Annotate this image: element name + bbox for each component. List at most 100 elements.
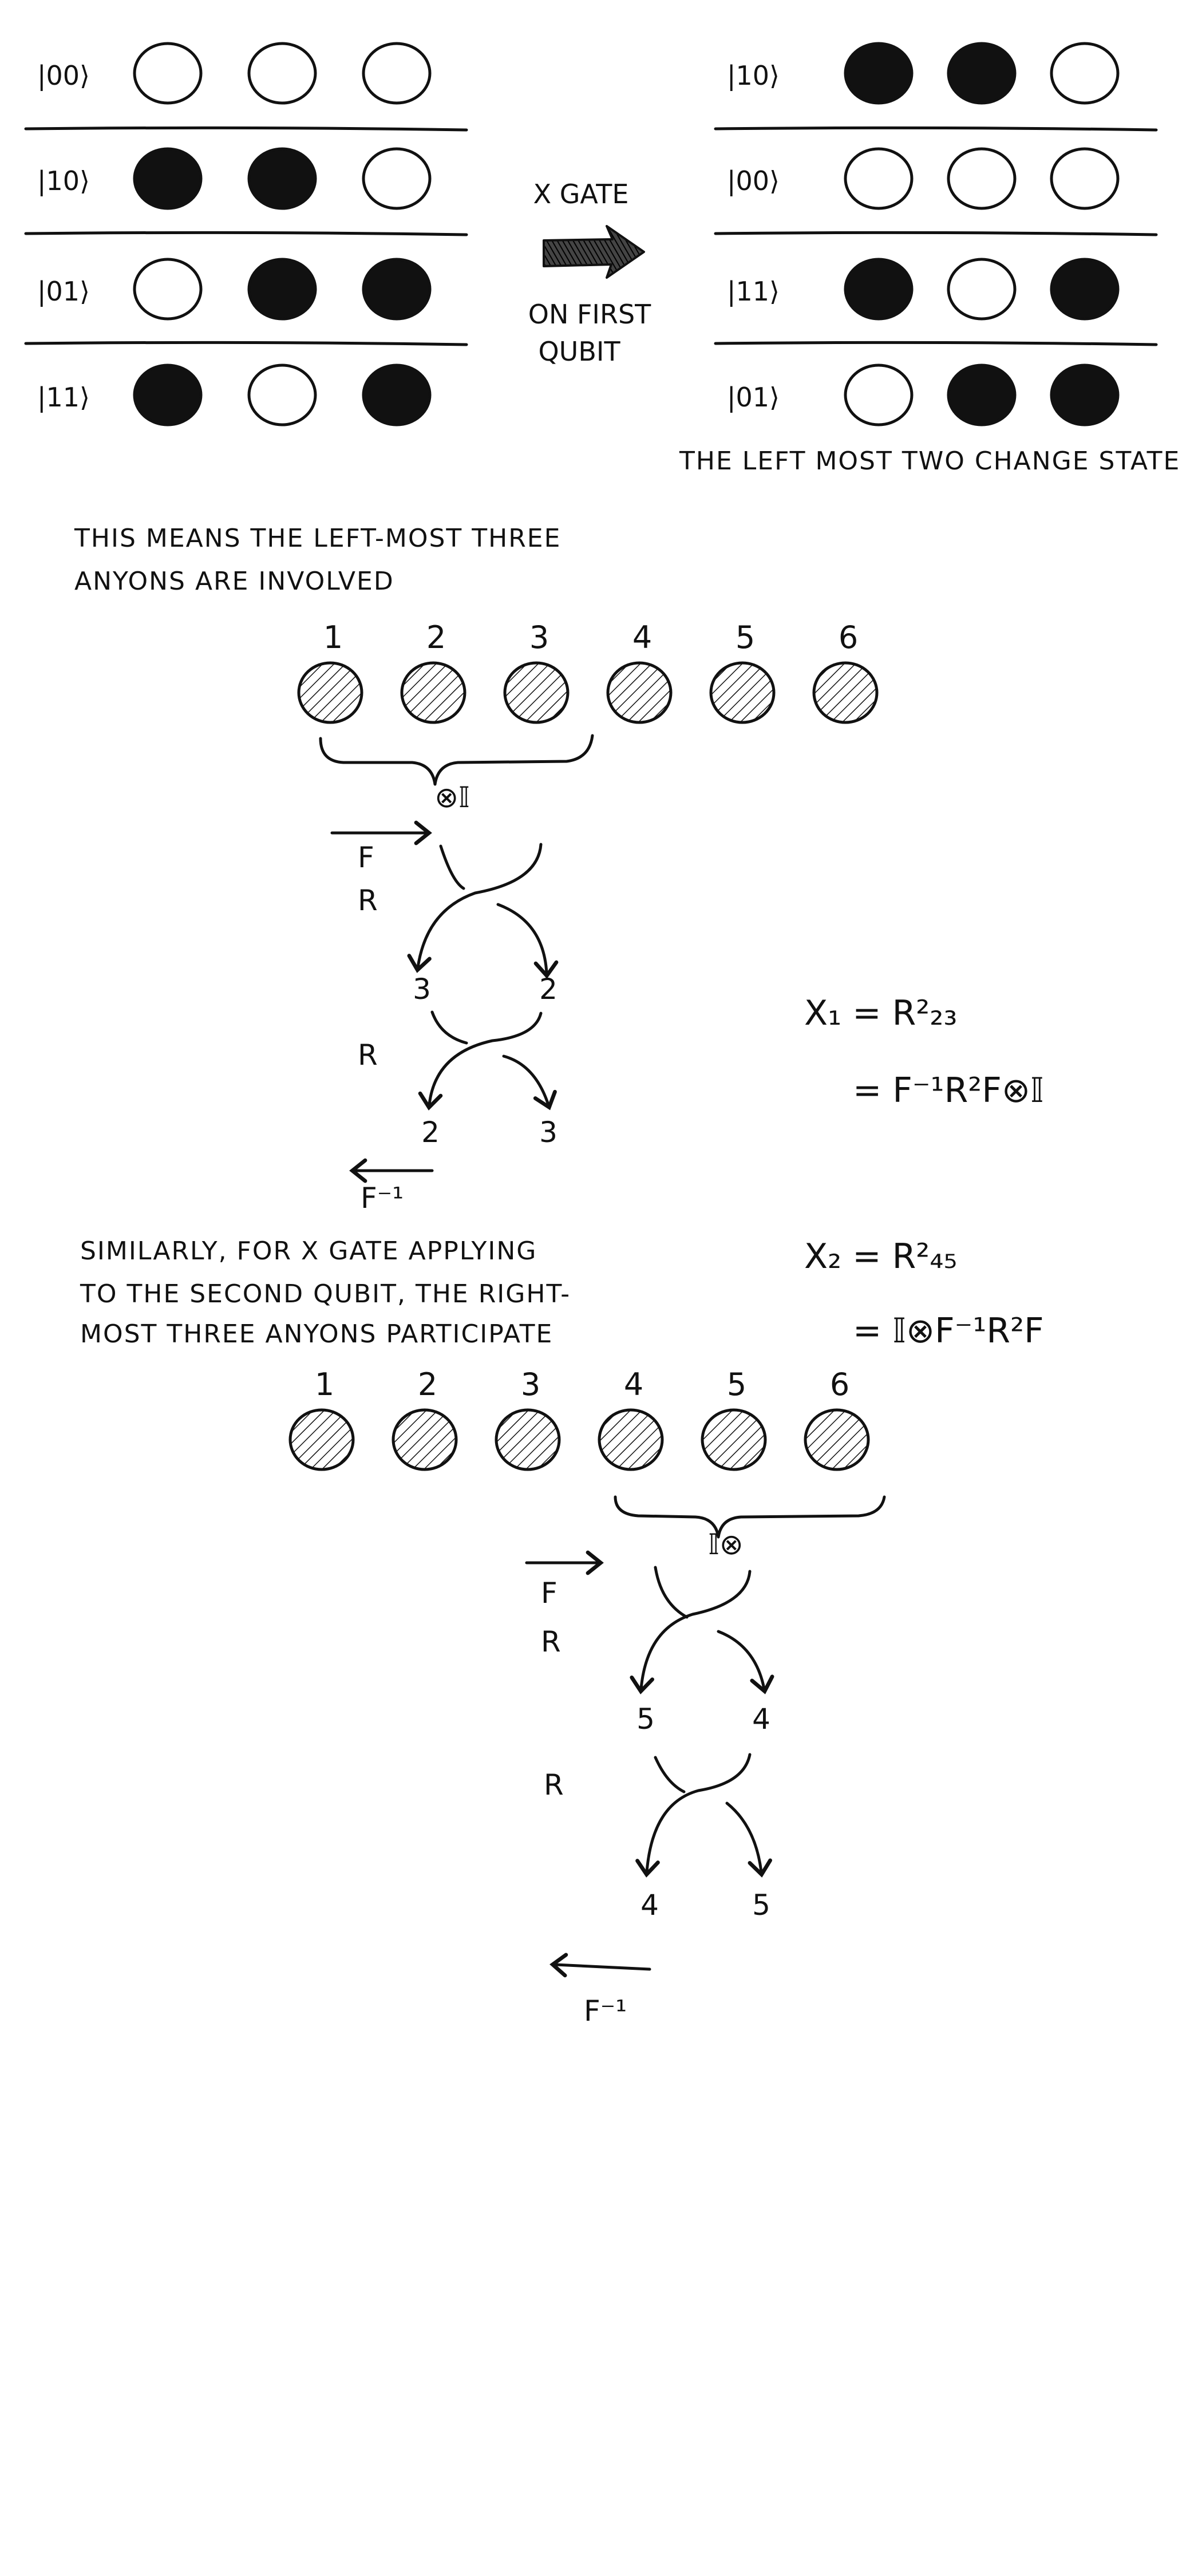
- strand-over-1: [407, 843, 543, 973]
- left-table-ball-0-1-empty: [247, 42, 317, 105]
- r-label-4: R: [544, 1768, 564, 1801]
- right-table-divider-1: [714, 231, 1158, 236]
- right-table-ball-0-0-filled: [844, 42, 914, 105]
- brace2-label: 𝕀⊗: [708, 1528, 744, 1561]
- left-table-ball-0-2-empty: [362, 42, 432, 105]
- left-table-ball-1-0-filled: [133, 147, 203, 210]
- bottom-row-anyon-5: [701, 1408, 767, 1471]
- right-table-ket-2: |11⟩: [727, 276, 780, 307]
- qubit-label: QUBIT: [538, 336, 620, 367]
- mid-left-num-2: 5: [636, 1702, 655, 1736]
- mid-right-num: 2: [539, 973, 557, 1006]
- left-table-divider-2: [24, 341, 468, 346]
- strand-under-1b: [496, 903, 559, 979]
- bottom-row-anyon-1: [288, 1408, 355, 1471]
- left-table-ket-0: |00⟩: [37, 60, 90, 92]
- right-table-ball-1-2-empty: [1050, 147, 1120, 210]
- strand-under-2a: [430, 1010, 468, 1045]
- right-table-ball-3-2-filled: [1050, 364, 1120, 426]
- bottom-row-number-3: 3: [521, 1366, 540, 1402]
- right-table-ket-1: |00⟩: [727, 165, 780, 197]
- top-row-number-5: 5: [736, 619, 755, 655]
- strand-over-4: [635, 1753, 752, 1878]
- f-label: F: [358, 841, 374, 874]
- right-table-ball-2-2-filled: [1050, 258, 1120, 321]
- left-table-ball-2-1-filled: [247, 258, 317, 321]
- right-table-divider-0: [714, 126, 1158, 132]
- mid-right-num-2: 4: [752, 1702, 770, 1736]
- state-table-before: |00⟩ |10⟩ |01⟩ |11⟩: [24, 42, 468, 426]
- left-table-ball-1-1-filled: [247, 147, 317, 210]
- bottom-row-number-6: 6: [830, 1366, 849, 1402]
- left-table-ball-3-0-filled: [133, 364, 203, 426]
- top-row-number-4: 4: [632, 619, 652, 655]
- mid-left-num: 3: [413, 973, 431, 1006]
- strand-under-1a: [439, 844, 465, 890]
- left-table-ket-2: |01⟩: [37, 276, 90, 307]
- right-table-ball-3-1-filled: [947, 364, 1017, 426]
- eq2-lhs: X₂ = R²₄₅: [804, 1236, 957, 1277]
- left-table-ket-1: |10⟩: [37, 165, 90, 197]
- right-table-caption: THE LEFT MOST TWO CHANGE STATE: [679, 447, 1180, 476]
- top-row-anyon-3: [503, 661, 570, 724]
- bottom-row-anyon-3: [495, 1408, 561, 1471]
- strand-under-4a: [654, 1756, 686, 1793]
- left-table-ball-2-0-empty: [133, 258, 203, 321]
- right-table-ball-1-1-empty: [947, 147, 1017, 210]
- para2-line1: SIMILARLY, FOR X GATE APPLYING: [80, 1236, 537, 1266]
- top-row-anyon-4: [606, 661, 673, 724]
- top-row-number-3: 3: [529, 619, 549, 655]
- eq2-rhs: = 𝕀⊗F⁻¹R²F: [853, 1311, 1044, 1351]
- right-table-ball-2-1-empty: [947, 258, 1017, 321]
- right-table-ball-3-0-empty: [844, 364, 914, 426]
- top-row-number-6: 6: [839, 619, 858, 655]
- bottom-row-anyon-2: [392, 1408, 458, 1471]
- right-table-ball-0-1-filled: [947, 42, 1017, 105]
- left-table-ball-3-1-empty: [247, 364, 317, 426]
- right-table-ket-0: |10⟩: [727, 60, 780, 92]
- eq1-lhs: X₁ = R²₂₃: [804, 993, 957, 1033]
- finv-arrow-2: [549, 1953, 651, 1978]
- brace-left-three: [319, 734, 594, 786]
- strand-over-2: [418, 1012, 543, 1111]
- left-table-divider-1: [24, 231, 468, 236]
- bot-left-num: 2: [421, 1116, 440, 1149]
- x-gate-arrow-group: X GATE ON FIRST QUBIT: [528, 179, 651, 367]
- strand-under-3a: [654, 1566, 689, 1619]
- right-table-ball-0-2-empty: [1050, 42, 1120, 105]
- left-table-ball-1-2-empty: [362, 147, 432, 210]
- para2-line2: TO THE SECOND QUBIT, THE RIGHT-: [80, 1279, 571, 1309]
- braid-diagram-2: F R 5 4 R 4 5 F⁻¹: [525, 1550, 774, 2028]
- finv-label: F⁻¹: [361, 1182, 404, 1215]
- eq1-rhs: = F⁻¹R²F⊗𝕀: [853, 1070, 1044, 1111]
- top-row-anyon-6: [812, 661, 879, 724]
- left-table-ket-3: |11⟩: [37, 382, 90, 413]
- on-first-label: ON FIRST: [528, 299, 651, 330]
- left-table-ball-0-0-empty: [133, 42, 203, 105]
- finv-label-2: F⁻¹: [584, 1994, 627, 2028]
- bot-left-num-2: 4: [640, 1888, 659, 1922]
- state-table-after: |10⟩ |00⟩ |11⟩ |01⟩: [714, 42, 1158, 426]
- bottom-row-number-4: 4: [624, 1366, 643, 1402]
- r-label-3: R: [541, 1625, 561, 1658]
- braid-diagram-1: F R 3 2 R 2 3 F⁻¹: [330, 820, 559, 1215]
- strand-under-4b: [725, 1801, 772, 1878]
- para1-line2: ANYONS ARE INVOLVED: [74, 567, 394, 596]
- para1-line1: THIS MEANS THE LEFT-MOST THREE: [74, 524, 561, 553]
- fat-arrow-icon: [543, 225, 645, 279]
- x-gate-label: X GATE: [533, 179, 629, 210]
- brace-right-three: [614, 1495, 886, 1539]
- bottom-row-number-1: 1: [315, 1366, 334, 1402]
- brace1-label: ⊗𝕀: [434, 781, 470, 814]
- bottom-row-anyon-4: [598, 1408, 664, 1471]
- left-table-ball-2-2-filled: [362, 258, 432, 321]
- left-table-ball-3-2-filled: [362, 364, 432, 426]
- top-row-number-2: 2: [426, 619, 446, 655]
- right-table-ket-3: |01⟩: [727, 382, 780, 413]
- r-label-2: R: [358, 1038, 378, 1072]
- top-row-anyon-5: [709, 661, 776, 724]
- para2-line3: MOST THREE ANYONS PARTICIPATE: [80, 1319, 553, 1349]
